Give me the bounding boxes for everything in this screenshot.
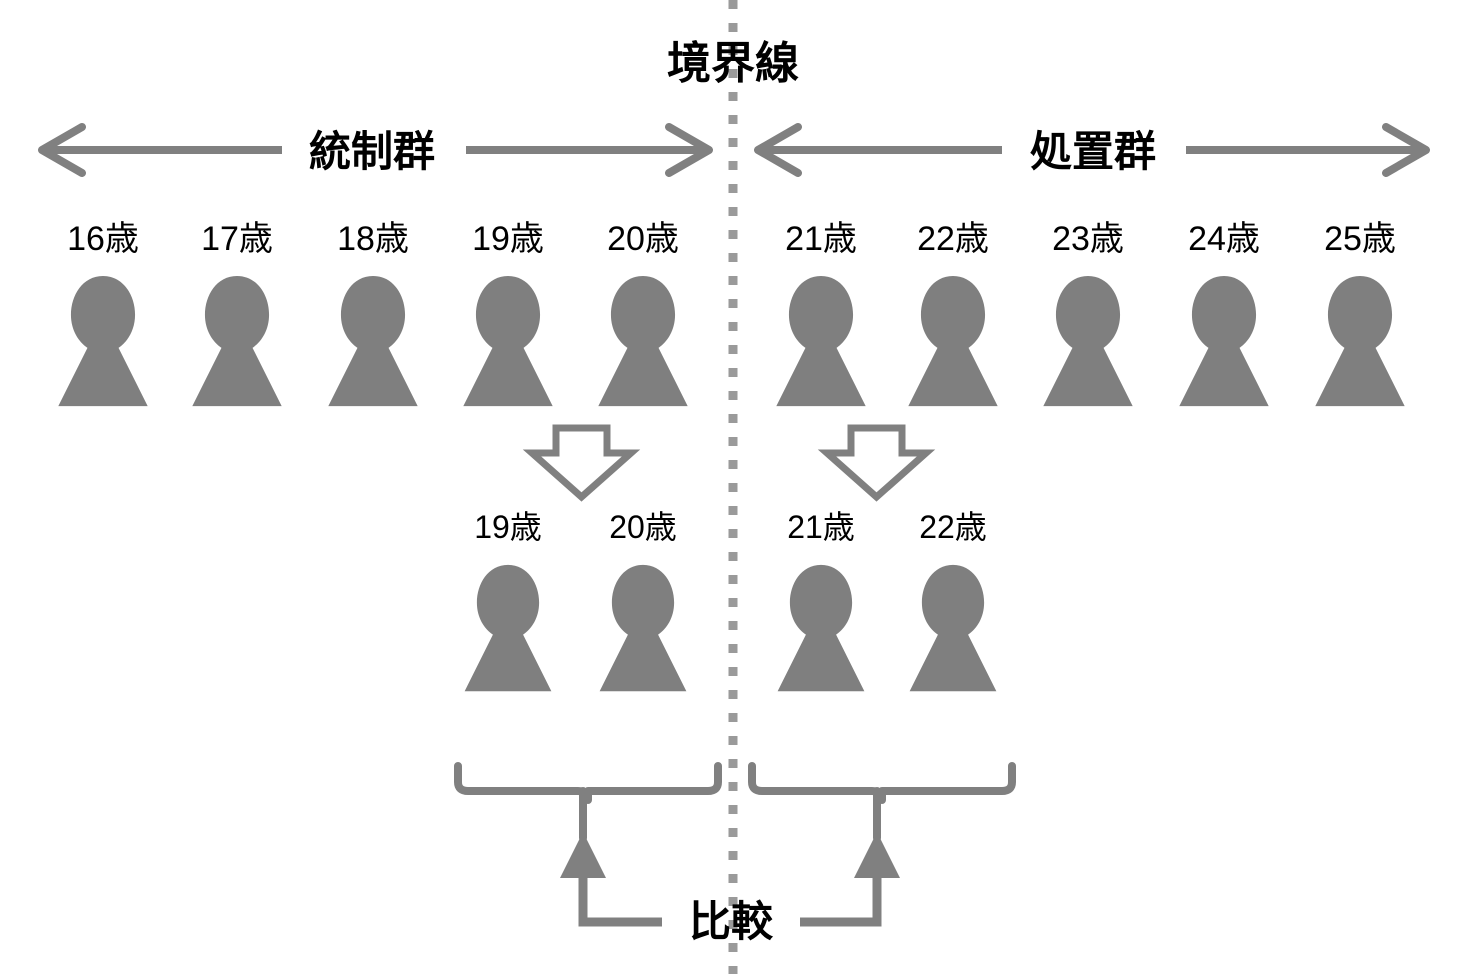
connector-right bbox=[800, 878, 882, 927]
person-figure-icon bbox=[908, 275, 998, 407]
age-label-21: 21歳 bbox=[785, 220, 857, 258]
comparison-brackets bbox=[454, 762, 1016, 842]
person-figure-icon bbox=[598, 275, 688, 407]
curly-bracket-icon bbox=[454, 762, 722, 804]
selected-age-label-20: 20歳 bbox=[609, 509, 677, 545]
person-figure-icon bbox=[58, 275, 148, 407]
control-group-arrow bbox=[38, 123, 713, 177]
selected-age-label-19: 19歳 bbox=[474, 509, 542, 545]
person-figure-icon bbox=[909, 564, 997, 692]
arrow-right-head-icon bbox=[665, 123, 713, 177]
person-figure-icon bbox=[328, 275, 418, 407]
person-figure-icon bbox=[464, 564, 552, 692]
person-figure-icon bbox=[1043, 275, 1133, 407]
comparison-label: 比較 bbox=[689, 898, 774, 945]
age-label-23: 23歳 bbox=[1052, 220, 1124, 258]
person-figure-icon bbox=[192, 275, 282, 407]
arrow-up-icon bbox=[560, 832, 606, 878]
arrow-right-head-icon bbox=[1382, 123, 1430, 177]
arrow-up-icon bbox=[854, 832, 900, 878]
treatment-group-arrow bbox=[754, 123, 1430, 177]
age-label-22: 22歳 bbox=[917, 220, 989, 258]
selected-age-label-21: 21歳 bbox=[787, 509, 855, 545]
diagram-title: 境界線 bbox=[667, 39, 799, 88]
age-label-19: 19歳 bbox=[472, 220, 544, 258]
person-figure-icon bbox=[776, 275, 866, 407]
age-label-20: 20歳 bbox=[607, 220, 679, 258]
block-arrow-down-icon bbox=[817, 424, 936, 502]
person-figure-icon bbox=[1315, 275, 1405, 407]
comparison-connector bbox=[560, 832, 900, 927]
block-arrow-down-icon bbox=[522, 424, 641, 502]
person-figure-icon bbox=[599, 564, 687, 692]
treatment-group-label: 処置群 bbox=[1030, 128, 1156, 175]
control-group-label: 統制群 bbox=[309, 128, 435, 175]
curly-bracket-icon bbox=[748, 762, 1016, 804]
selected-age-label-22: 22歳 bbox=[919, 509, 987, 545]
person-figure-icon bbox=[463, 275, 553, 407]
person-figure-icon bbox=[1179, 275, 1269, 407]
connector-left bbox=[578, 878, 662, 927]
age-label-24: 24歳 bbox=[1188, 220, 1260, 258]
age-label-17: 17歳 bbox=[201, 220, 273, 258]
age-label-25: 25歳 bbox=[1324, 220, 1396, 258]
age-label-16: 16歳 bbox=[67, 220, 139, 258]
treatment-figure-row bbox=[776, 275, 1405, 407]
selection-arrows bbox=[522, 424, 936, 502]
person-figure-icon bbox=[777, 564, 865, 692]
age-label-18: 18歳 bbox=[337, 220, 409, 258]
control-figure-row bbox=[58, 275, 688, 407]
